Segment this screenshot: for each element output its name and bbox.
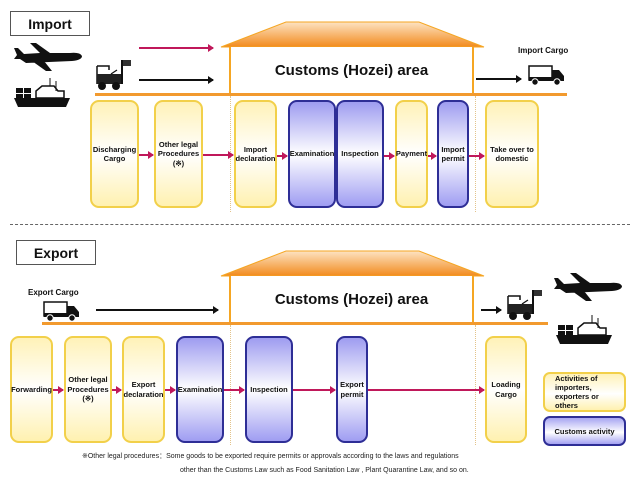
import-step-inspection: Inspection: [336, 100, 384, 208]
export-customs-roof: [220, 250, 485, 277]
import-truck-icon: [528, 65, 564, 86]
import-flow-arrow: [203, 151, 234, 159]
import-flow-arrow: [139, 151, 154, 159]
export-customs-area: Customs (Hozei) area: [229, 276, 474, 322]
footnote-line-2: other than the Customs Law such as Food …: [180, 467, 469, 474]
import-step-payment: Payment: [395, 100, 428, 208]
export-cargo-arrow: [96, 306, 219, 314]
import-step-discharging-cargo: Discharging Cargo: [90, 100, 139, 208]
import-sea-arrow: [139, 76, 214, 84]
footnote-line-1: ※Other legal procedures：Some goods to be…: [82, 453, 459, 460]
import-boundary-right: [475, 96, 476, 212]
export-boundary-left: [230, 325, 231, 445]
export-section-label: Export: [16, 240, 96, 265]
legend-customs-activity: Customs activity: [543, 416, 626, 446]
export-flow-arrow: [224, 386, 245, 394]
export-flow-arrow: [112, 386, 122, 394]
import-flow-arrow: [384, 152, 395, 160]
import-ground-line: [95, 93, 567, 96]
export-ground-line: [42, 322, 548, 325]
export-step-inspection: Inspection: [245, 336, 293, 443]
import-flow-arrow: [428, 152, 437, 160]
import-step-examination: Examination: [288, 100, 336, 208]
import-flow-arrow: [469, 152, 485, 160]
import-section-label: Import: [10, 11, 90, 36]
import-customs-roof: [220, 21, 485, 48]
export-step-other-legal-procedures: Other legal Procedures (※): [64, 336, 112, 443]
export-step-export-declaration: Export declaration: [122, 336, 165, 443]
import-air-arrow: [139, 44, 214, 52]
import-area-title: Customs (Hozei) area: [274, 61, 429, 79]
export-flow-arrow: [293, 386, 336, 394]
export-flow-arrow: [165, 386, 176, 394]
legend-trader-activities: Activities of importers, exporters or ot…: [543, 372, 626, 412]
forklift-icon: [96, 60, 131, 90]
import-customs-area: Customs (Hozei) area: [229, 47, 474, 93]
export-boundary-right: [475, 325, 476, 445]
import-step-take-over-domestic: Take over to domestic: [485, 100, 539, 208]
export-loading-arrow: [481, 306, 502, 314]
section-divider: [10, 224, 630, 225]
export-forklift-icon: [507, 290, 542, 320]
import-cargo-label: Import Cargo: [518, 46, 569, 55]
export-flow-arrow: [53, 386, 64, 394]
airplane-icon: [14, 43, 82, 71]
import-step-import-declaration: Import declaration: [234, 100, 277, 208]
import-flow-arrow: [277, 152, 288, 160]
export-step-examination: Examination: [176, 336, 224, 443]
export-cargo-label: Export Cargo: [28, 288, 79, 297]
export-truck-icon: [43, 301, 79, 322]
import-step-other-legal-procedures: Other legal Procedures (※): [154, 100, 203, 208]
export-area-title: Customs (Hozei) area: [274, 290, 429, 308]
import-step-import-permit: Import permit: [437, 100, 469, 208]
export-ship-icon: [556, 315, 612, 344]
export-airplane-icon: [554, 273, 622, 301]
export-step-forwarding: Forwarding: [10, 336, 53, 443]
import-cargo-arrow: [476, 75, 522, 83]
export-step-loading-cargo: Loading Cargo: [485, 336, 527, 443]
export-flow-arrow: [368, 386, 485, 394]
ship-icon: [14, 78, 70, 107]
export-step-export-permit: Export permit: [336, 336, 368, 443]
